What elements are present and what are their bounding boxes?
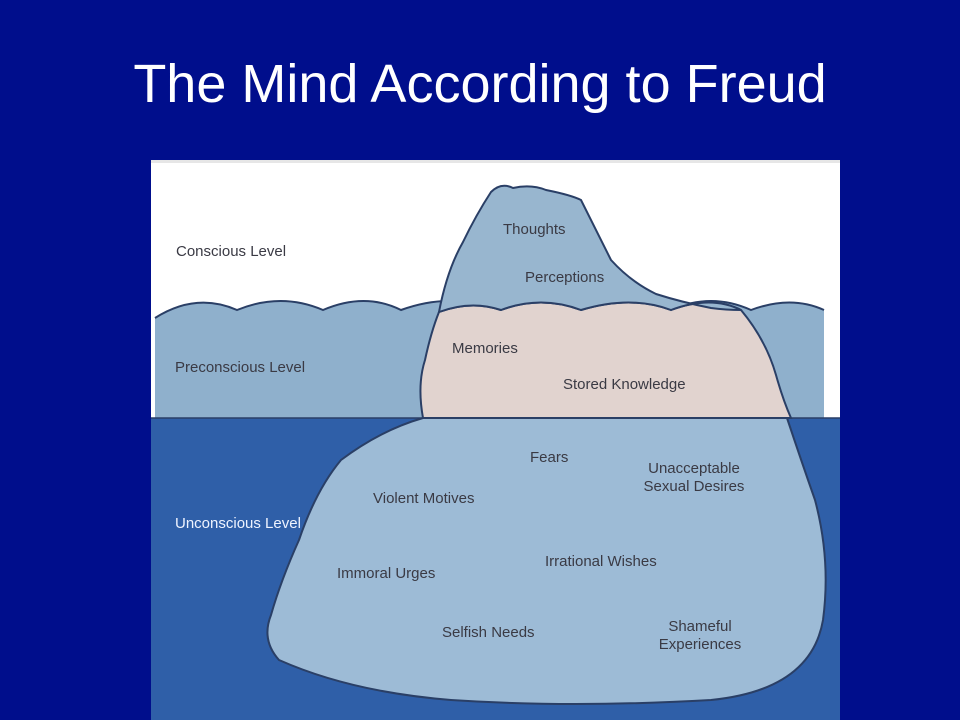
thoughts-label: Thoughts bbox=[503, 221, 566, 238]
irrational-wishes-label: Irrational Wishes bbox=[545, 553, 657, 570]
stored-knowledge-label: Stored Knowledge bbox=[563, 376, 686, 393]
unacceptable-sexual-desires-line1: Unacceptable bbox=[648, 460, 740, 477]
perceptions-label: Perceptions bbox=[525, 269, 605, 286]
iceberg-figure: Conscious Level Preconscious Level Uncon… bbox=[151, 160, 840, 720]
unconscious-level-label: Unconscious Level bbox=[175, 515, 301, 532]
iceberg-tip bbox=[437, 184, 742, 314]
conscious-level-label: Conscious Level bbox=[176, 243, 287, 260]
iceberg-base bbox=[266, 417, 827, 705]
iceberg-middle bbox=[419, 301, 793, 419]
fears-label: Fears bbox=[530, 449, 569, 466]
selfish-needs-label: Selfish Needs bbox=[442, 624, 535, 641]
immoral-urges-label: Immoral Urges bbox=[337, 565, 436, 582]
preconscious-level-label: Preconscious Level bbox=[175, 359, 306, 376]
violent-motives-label: Violent Motives bbox=[373, 490, 475, 507]
memories-label: Memories bbox=[452, 340, 518, 357]
shameful-experiences-line2: Experiences bbox=[658, 636, 742, 653]
iceberg-diagram bbox=[151, 184, 840, 720]
shameful-experiences-line1: Shameful bbox=[668, 618, 732, 635]
slide-title: The Mind According to Freud bbox=[133, 54, 827, 114]
unacceptable-sexual-desires-label: Unacceptable Sexual Desires bbox=[627, 460, 761, 496]
unacceptable-sexual-desires-line2: Sexual Desires bbox=[643, 478, 745, 495]
shameful-experiences-label: Shameful Experiences bbox=[641, 618, 759, 654]
